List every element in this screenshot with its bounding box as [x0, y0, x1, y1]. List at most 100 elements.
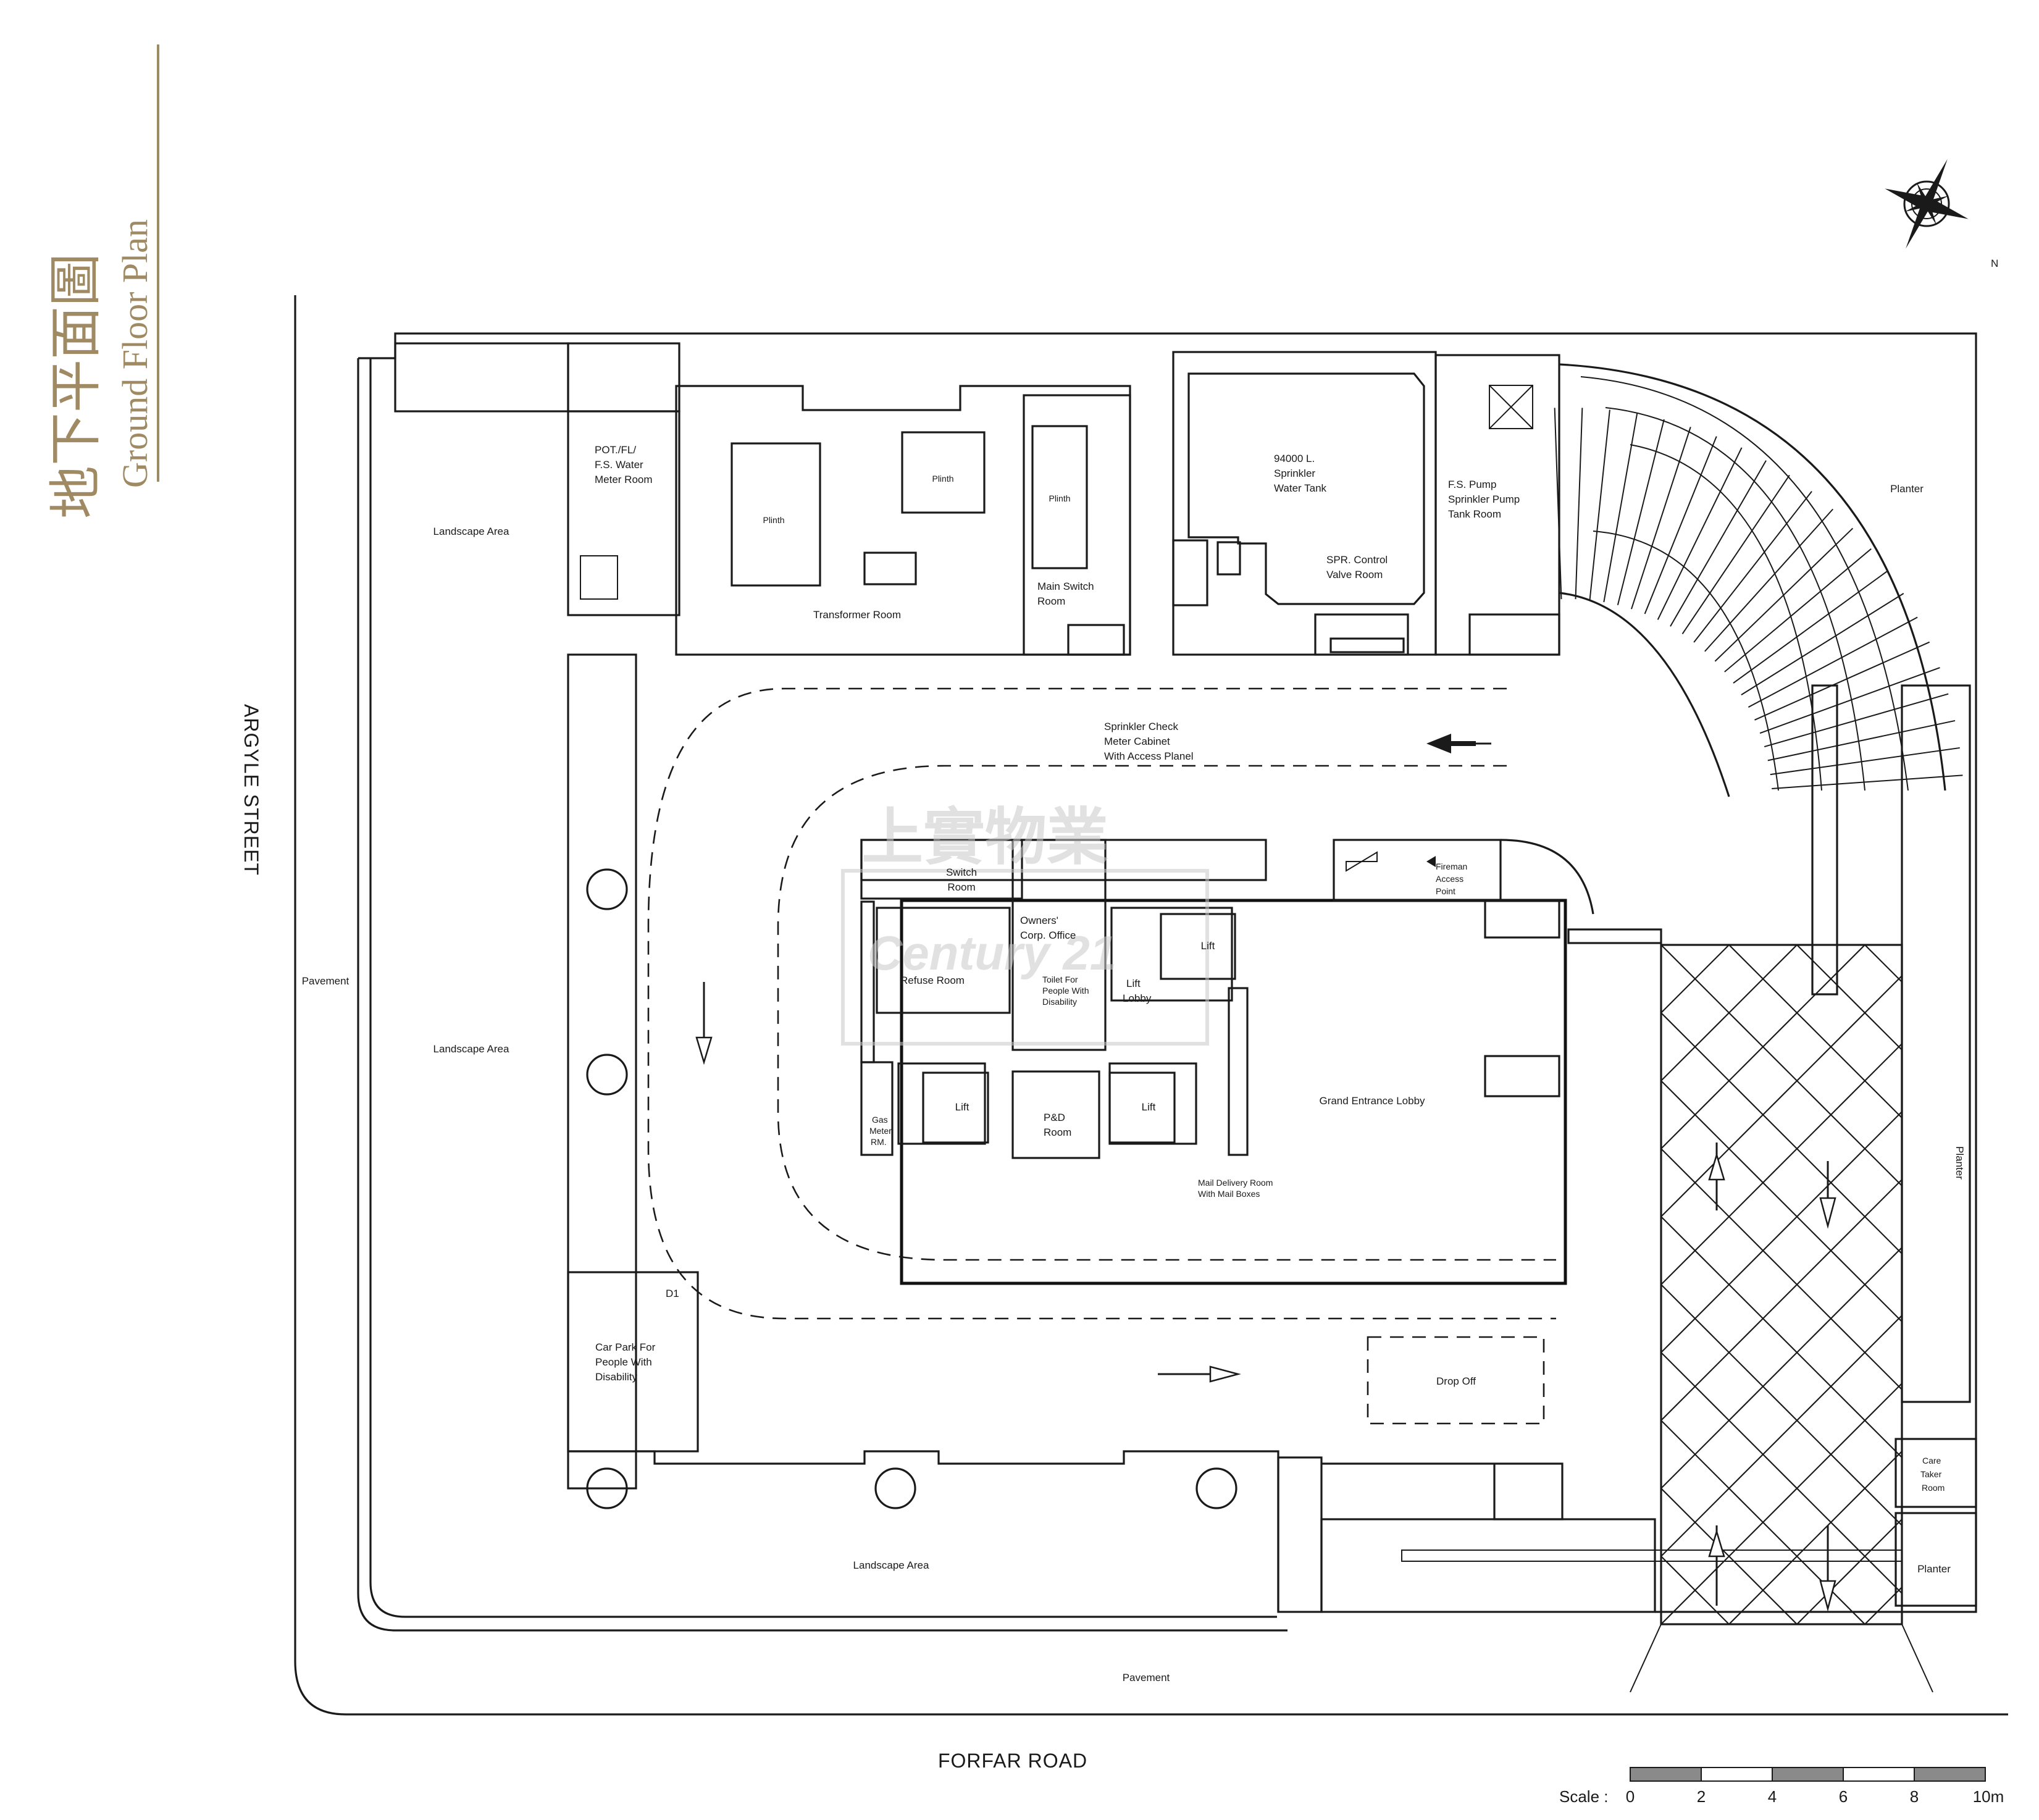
svg-text:Sprinkler: Sprinkler — [1274, 468, 1315, 479]
ramp-rung — [1748, 616, 1918, 708]
ramp-rung — [1589, 409, 1610, 600]
ramp-rung — [1772, 774, 1963, 789]
svg-text:Switch: Switch — [946, 866, 977, 878]
canopy-hatch-line — [1661, 1487, 1798, 1624]
svg-text:Meter: Meter — [869, 1126, 892, 1136]
room-label-landscape: Landscape Area — [433, 1043, 509, 1055]
svg-text:94000 L.: 94000 L. — [1274, 453, 1315, 464]
north-label: N — [1991, 258, 1998, 269]
arrow-icon — [1819, 1525, 1836, 1612]
svg-text:Sprinkler Check: Sprinkler Check — [1104, 721, 1178, 732]
room-label-plinth: Plinth — [1049, 493, 1070, 503]
svg-text:RM.: RM. — [871, 1137, 887, 1147]
car-park-code: D1 — [666, 1288, 679, 1299]
canopy-hatch-line — [1661, 1314, 1902, 1558]
street-name-west: ARGYLE STREET — [240, 704, 262, 876]
central-building — [860, 839, 1662, 1285]
driveway-loop — [647, 687, 1836, 1612]
svg-text:F.S. Pump: F.S. Pump — [1448, 479, 1496, 490]
svg-text:Access: Access — [1436, 874, 1463, 884]
canopy-hatch-line — [1728, 1450, 1902, 1624]
canopy-hatch-line — [1933, 945, 2039, 1624]
svg-text:SPR. Control: SPR. Control — [1326, 554, 1388, 566]
svg-text:Room: Room — [947, 881, 975, 893]
room-label-owners-office: Owners' Corp. Office — [1020, 915, 1076, 941]
ramp-rung — [1617, 419, 1665, 606]
svg-text:Valve Room: Valve Room — [1326, 569, 1383, 581]
svg-text:Meter Cabinet: Meter Cabinet — [1104, 736, 1170, 747]
canopy-hatch-line — [1864, 1586, 1902, 1624]
room-label-lift: Lift — [1142, 1101, 1156, 1113]
canopy-hatch-line — [1661, 1012, 1902, 1255]
ramp-rung — [1631, 427, 1691, 610]
scale-segment — [1772, 1767, 1844, 1782]
watermark: 上實物業 Century 21 — [841, 801, 1209, 1046]
room-label-planter: Planter — [1954, 1146, 1966, 1180]
scale-prefix: Scale : — [1559, 1787, 1609, 1806]
ramp-rung — [1681, 474, 1790, 634]
canopy-hatch-line — [1661, 1042, 1902, 1286]
svg-text:Tank Room: Tank Room — [1448, 508, 1501, 520]
room-label-refuse: Refuse Room — [900, 975, 965, 986]
ramp-rung — [1575, 408, 1583, 600]
scale-tick: 0 — [1626, 1787, 1635, 1806]
svg-text:Main Switch: Main Switch — [1037, 581, 1094, 592]
ramp-rung — [1704, 508, 1833, 652]
room-label-spr-control: SPR. Control Valve Room — [1326, 554, 1388, 581]
canopy-hatch-line — [1661, 1110, 1902, 1354]
svg-text:Room: Room — [1044, 1126, 1071, 1138]
room-label-fs-pump: F.S. Pump Sprinkler Pump Tank Room — [1448, 479, 1520, 520]
room-label-toilet: Toilet For People With Disability — [1042, 975, 1089, 1007]
svg-text:Mail Delivery Room: Mail Delivery Room — [1198, 1178, 1273, 1188]
svg-text:Sprinkler Pump: Sprinkler Pump — [1448, 493, 1520, 505]
ramp-rung — [1741, 593, 1904, 695]
room-label-main-switch: Main Switch Room — [1037, 581, 1094, 607]
site-boundary — [294, 295, 2008, 1716]
canopy-hatch-line — [1796, 945, 1902, 1051]
svg-text:Fireman: Fireman — [1436, 862, 1467, 871]
room-label-sprinkler-check: Sprinkler Check Meter Cabinet With Acces… — [1104, 721, 1194, 762]
room-label-transformer: Transformer Room — [813, 609, 901, 621]
arrow-icon — [1708, 1143, 1725, 1210]
arrow-icon — [1346, 851, 1436, 872]
svg-text:Toilet For: Toilet For — [1042, 975, 1078, 984]
room-label-lift-lobby: Lift Lobby — [1123, 978, 1152, 1004]
room-label-landscape: Landscape Area — [853, 1559, 929, 1571]
scale-segment — [1843, 1767, 1915, 1782]
room-label-landscape: Landscape Area — [433, 526, 509, 537]
glazed-canopy — [1630, 684, 2039, 1693]
svg-text:POT./FL/: POT./FL/ — [595, 444, 636, 456]
watermark-english: Century 21 — [868, 926, 1116, 980]
ramp-rung — [1764, 693, 1949, 748]
canopy-hatch-line — [1661, 975, 1902, 1218]
svg-text:Car Park For: Car Park For — [595, 1341, 656, 1353]
room-label-car-park: Car Park For People With Disability — [595, 1341, 656, 1383]
room-label-lift: Lift — [955, 1101, 969, 1113]
canopy-hatch-line — [1796, 1518, 1902, 1624]
svg-text:Lobby: Lobby — [1123, 992, 1152, 1004]
ramp-rung — [1733, 570, 1889, 684]
svg-text:Corp. Office: Corp. Office — [1020, 929, 1076, 941]
scale-tick: 4 — [1768, 1787, 1777, 1806]
arrow-icon — [695, 982, 713, 1065]
svg-text:Taker: Taker — [1920, 1469, 1942, 1479]
canopy-hatch-line — [1933, 945, 2039, 1624]
ramp-rung — [1644, 436, 1717, 614]
room-label-fireman-access: Fireman Access Point — [1436, 862, 1467, 896]
svg-text:P&D: P&D — [1044, 1112, 1065, 1123]
svg-text:Gas: Gas — [872, 1115, 888, 1125]
svg-text:Lift: Lift — [1126, 978, 1141, 989]
canopy-hatch-line — [1661, 1351, 1902, 1595]
ramp-rung — [1554, 408, 1562, 600]
room-label-lift: Lift — [1201, 940, 1215, 952]
room-label-sprinkler-tank: 94000 L. Sprinkler Water Tank — [1274, 453, 1327, 494]
room-label-gas-meter: Gas Meter RM. — [869, 1115, 892, 1147]
room-label-switch: Switch Room — [946, 866, 977, 893]
svg-text:Disability: Disability — [1042, 997, 1077, 1007]
svg-text:Owners': Owners' — [1020, 915, 1058, 926]
street-name-south: FORFAR ROAD — [938, 1750, 1087, 1772]
scale-segment — [1701, 1767, 1773, 1782]
scale-tick: 10m — [1973, 1787, 2004, 1806]
canopy-hatch-line — [1728, 945, 1902, 1119]
